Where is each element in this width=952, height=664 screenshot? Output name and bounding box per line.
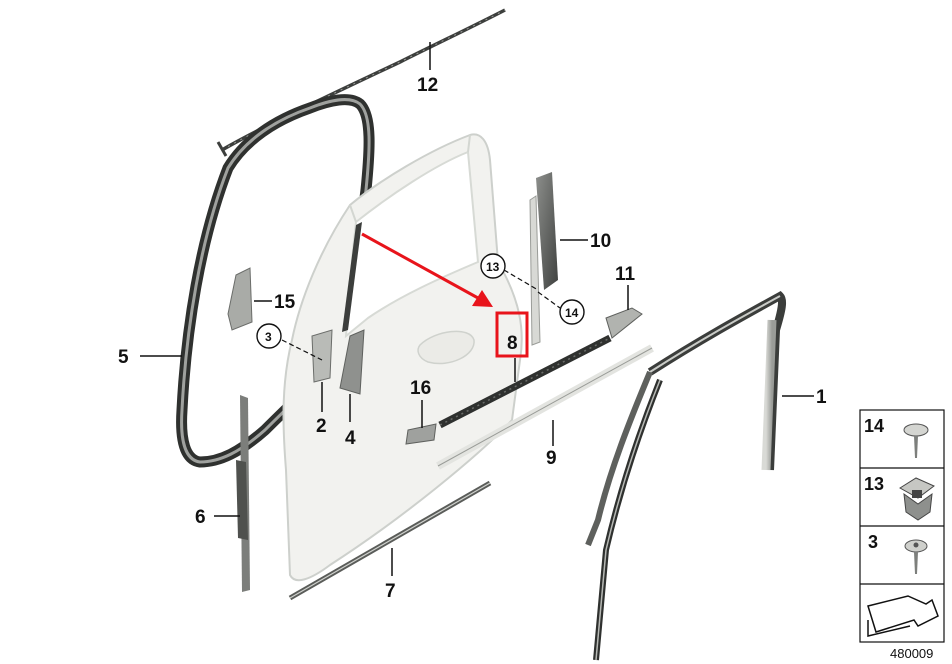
- diagram-number: 480009: [890, 646, 933, 661]
- callout-7: 7: [385, 581, 396, 602]
- callout-15: 15: [274, 292, 296, 313]
- bolt-icon: [904, 539, 928, 574]
- part-8-9-belt-molding: [436, 334, 654, 470]
- arrow-head-icon: [472, 290, 493, 307]
- part-1-window-frame: [585, 291, 787, 661]
- callout-4: 4: [345, 428, 356, 449]
- callout-5: 5: [118, 347, 129, 368]
- highlight-box: [495, 311, 529, 358]
- callout-11: 11: [615, 264, 636, 285]
- callout-2: 2: [316, 416, 327, 437]
- door-shell: [282, 133, 523, 582]
- callout-3: 3: [265, 330, 272, 344]
- callout-16: 16: [410, 378, 431, 399]
- leader-lines: [140, 42, 814, 576]
- clip-nut-icon: [899, 477, 935, 521]
- screw-icon: [903, 423, 929, 458]
- callout-9: 9: [546, 448, 557, 469]
- callout-8: 8: [507, 333, 518, 354]
- fastener-legend: 14 13 3: [859, 409, 945, 643]
- orientation-arrow-icon: [867, 595, 939, 637]
- legend-item-13: 13: [864, 474, 884, 494]
- callout-10: 10: [590, 231, 611, 252]
- small-parts: [227, 267, 643, 445]
- circled-callouts: [256, 253, 585, 349]
- callout-6: 6: [195, 507, 206, 528]
- legend-item-14: 14: [864, 416, 884, 436]
- part-10-pillar-trim: [529, 172, 558, 346]
- callout-1: 1: [816, 387, 827, 408]
- highlight-arrow: [361, 232, 479, 300]
- legend-item-3: 3: [868, 532, 878, 552]
- part-7-lower-strip: [288, 480, 492, 601]
- callout-14: 14: [565, 306, 579, 320]
- highlight-annotation: [361, 232, 529, 358]
- part-6-front-trim: [236, 395, 250, 592]
- callout-13: 13: [486, 260, 500, 274]
- callout-12: 12: [417, 75, 438, 96]
